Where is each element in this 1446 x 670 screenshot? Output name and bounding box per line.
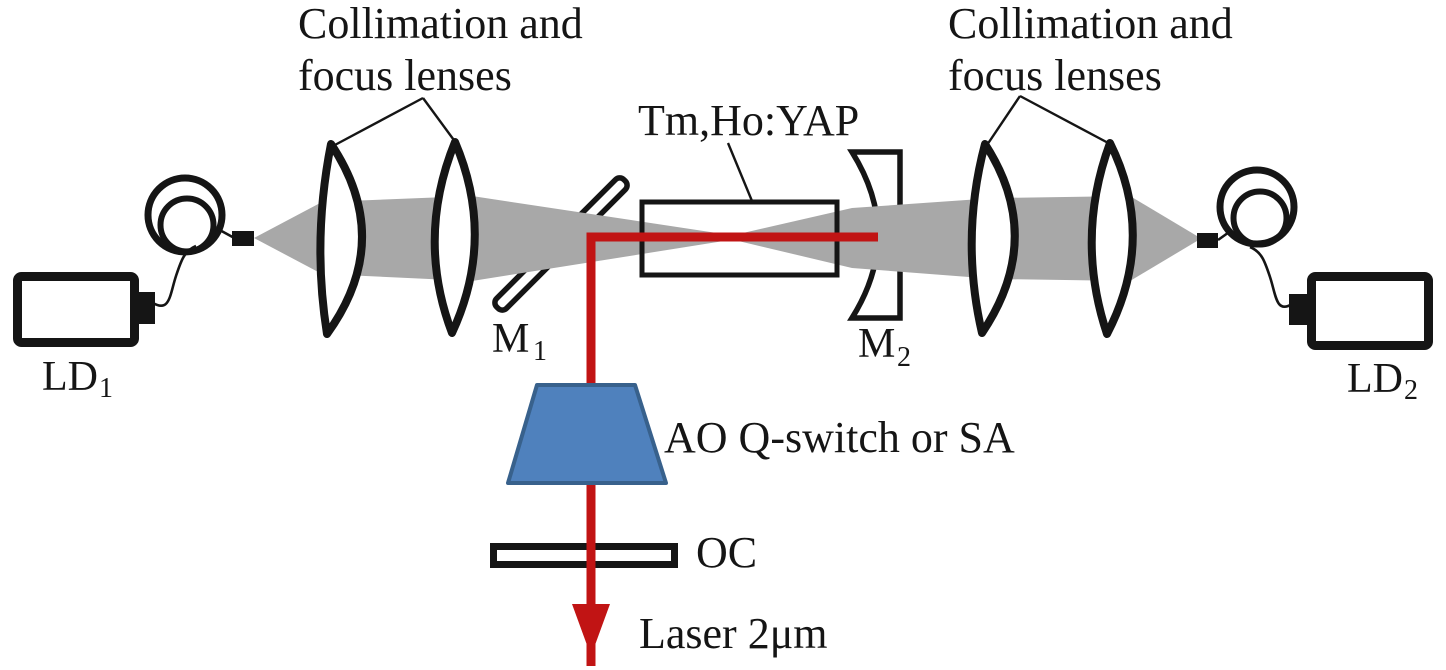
fiber-coil-right-inner (1230, 188, 1290, 248)
pump-beam-left (254, 196, 730, 281)
ld1-box (13, 272, 139, 347)
left-lenses-label-line1: Collimation and (298, 0, 583, 48)
mirror1-label-sub: 1 (533, 336, 547, 367)
right-lenses-label-line1: Collimation and (948, 0, 1233, 48)
laser-arrowhead (572, 604, 610, 656)
ld2-label: LD (1347, 356, 1403, 402)
output-coupler-label: OC (696, 528, 757, 577)
fiber-tip-right (1197, 233, 1218, 248)
lens-right-1 (967, 140, 1019, 337)
pump-beam-right (730, 196, 1197, 281)
left-lenses-label-line2: focus lenses (298, 51, 512, 100)
lens-left-1 (316, 140, 366, 338)
fiber-coil-left-inner (157, 195, 217, 255)
ld1-connector (138, 292, 155, 324)
pointer-right-lens-1 (986, 95, 1021, 146)
qswitch-trapezoid (506, 383, 668, 485)
output-coupler (490, 543, 678, 568)
fiber-lead-right (1217, 228, 1233, 242)
ld2-label-sub: 2 (1404, 375, 1418, 406)
ld1-label: LD (42, 354, 98, 400)
mirror1-label: M (492, 316, 529, 362)
ld2-connector (1289, 294, 1307, 325)
pointer-crystal (726, 142, 754, 202)
pointer-left-lens-2 (422, 97, 460, 148)
output-beam-label: Laser 2μm (639, 609, 828, 658)
pointer-left-lens-1 (332, 96, 424, 148)
lens-right-2 (1087, 139, 1137, 338)
fiber-cable-left (152, 244, 197, 307)
ld2-box (1307, 272, 1433, 350)
laser-beam-path (586, 232, 878, 666)
ld1-label-sub: 1 (99, 373, 113, 404)
crystal-label: Tm,Ho:YAP (638, 96, 859, 145)
mirror2-label-sub: 2 (897, 342, 911, 373)
mirror2-label: M (858, 321, 895, 367)
fiber-tip-left (232, 231, 254, 246)
fiber-cable-right (1249, 245, 1293, 308)
right-lenses-label-line2: focus lenses (948, 51, 1162, 100)
lens-left-2 (430, 138, 479, 337)
qswitch-label: AO Q-switch or SA (664, 413, 1015, 462)
pointer-right-lens-2 (1019, 94, 1113, 147)
